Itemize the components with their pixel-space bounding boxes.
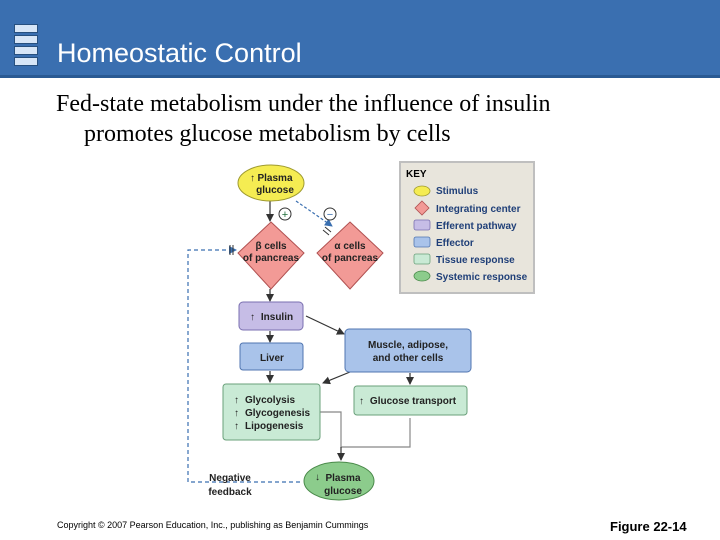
- glucose-transport-label: Glucose transport: [370, 396, 457, 407]
- plasma-glucose-bottom-line2: glucose: [324, 486, 362, 497]
- up-arrow-icon: ↑: [250, 173, 255, 184]
- glycogenesis-label: Glycogenesis: [245, 408, 310, 419]
- key-item-stimulus: Stimulus: [413, 185, 479, 197]
- minus-sign-text: −: [327, 209, 333, 221]
- header-divider: [0, 75, 720, 78]
- liver-tissue-response: ↑ Glycolysis ↑ Glycogenesis ↑ Lipogenesi…: [222, 383, 321, 441]
- plasma-glucose-bottom-line1: Plasma: [325, 473, 360, 484]
- minus-sign-icon: −: [323, 207, 337, 221]
- efferent-pathway-swatch: [413, 219, 431, 231]
- body-line-1: Fed-state metabolism under the influence…: [56, 91, 551, 117]
- plasma-glucose-stimulus: ↑ Plasma glucose: [237, 164, 305, 202]
- inhibition-marks: [229, 226, 332, 255]
- negative-feedback-line2: feedback: [208, 487, 252, 498]
- stacked-bars-logo-icon: [14, 24, 38, 66]
- insulin-efferent-pathway: ↑ Insulin: [238, 301, 304, 331]
- beta-cells-integrating-center: β cells of pancreas: [237, 221, 305, 290]
- glucose-transport-tissue-response: ↑ Glucose transport: [353, 385, 468, 416]
- body-line-2: promotes glucose metabolism by cells: [84, 121, 451, 147]
- plus-sign-icon: +: [278, 207, 292, 221]
- plus-sign-text: +: [282, 209, 288, 221]
- liver-label: Liver: [260, 353, 284, 364]
- key-item-label: Integrating center: [436, 204, 521, 215]
- up-arrow-icon: ↑: [234, 421, 239, 432]
- copyright-notice: Copyright © 2007 Pearson Education, Inc.…: [57, 520, 369, 530]
- key-item-efferent-pathway: Efferent pathway: [413, 219, 517, 232]
- beta-cells-line2: of pancreas: [243, 253, 300, 264]
- systemic-response-swatch: [413, 270, 431, 282]
- key-title: KEY: [406, 169, 427, 180]
- stimulus-swatch: [413, 185, 431, 197]
- up-arrow-icon: ↑: [234, 395, 239, 406]
- alpha-cells-line1: α cells: [334, 241, 366, 252]
- key-item-effector: Effector: [413, 236, 474, 249]
- effector-swatch: [413, 236, 431, 248]
- lipogenesis-label: Lipogenesis: [245, 421, 304, 432]
- tissue-response-swatch: [413, 253, 431, 265]
- slide-body-text: Fed-state metabolism under the influence…: [56, 89, 696, 149]
- key-item-label: Effector: [436, 238, 474, 249]
- insulin-label: Insulin: [261, 312, 293, 323]
- glycolysis-label: Glycolysis: [245, 395, 295, 406]
- key-panel: KEY Stimulus Integrating center Efferent…: [399, 161, 535, 294]
- plasma-glucose-top-line2: glucose: [256, 185, 294, 196]
- key-item-systemic-response: Systemic response: [413, 270, 528, 283]
- key-item-tissue-response: Tissue response: [413, 253, 515, 266]
- negative-feedback-label: Negative feedback: [208, 473, 252, 498]
- key-item-label: Efferent pathway: [436, 221, 517, 232]
- slide-header: [0, 0, 720, 75]
- negative-feedback-line1: Negative: [209, 473, 251, 484]
- key-item-label: Systemic response: [436, 272, 528, 283]
- liver-effector: Liver: [239, 342, 304, 371]
- down-arrow-icon: ↓: [315, 472, 320, 483]
- muscle-line2: and other cells: [373, 353, 444, 364]
- beta-cells-line1: β cells: [255, 241, 287, 252]
- alpha-cells-line2: of pancreas: [322, 253, 379, 264]
- key-item-label: Tissue response: [436, 255, 515, 266]
- plasma-glucose-top-line1: Plasma: [257, 173, 292, 184]
- plasma-glucose-systemic-response: ↓ Plasma glucose: [303, 461, 375, 501]
- alpha-cells-integrating-center: α cells of pancreas: [316, 221, 384, 290]
- key-item-integrating-center: Integrating center: [414, 200, 521, 216]
- up-arrow-icon: ↑: [234, 408, 239, 419]
- integrating-center-swatch: [414, 200, 430, 216]
- figure-number: Figure 22-14: [610, 519, 687, 534]
- diagram-connectors: [187, 200, 414, 483]
- slide-title: Homeostatic Control: [57, 38, 302, 68]
- up-arrow-icon: ↑: [250, 312, 255, 323]
- muscle-line1: Muscle, adipose,: [368, 340, 448, 351]
- up-arrow-icon: ↑: [359, 396, 364, 407]
- muscle-adipose-effector: Muscle, adipose, and other cells: [344, 328, 472, 373]
- key-item-label: Stimulus: [436, 186, 479, 197]
